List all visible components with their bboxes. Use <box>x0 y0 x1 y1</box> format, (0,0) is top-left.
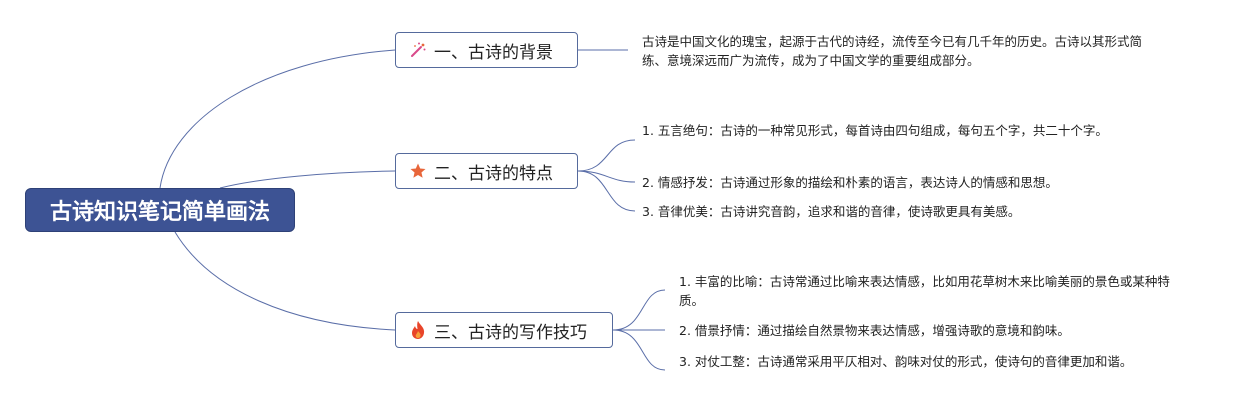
magic-wand-icon <box>408 40 428 60</box>
branch-background-label: 一、古诗的背景 <box>434 42 553 63</box>
branch-techniques[interactable]: 三、古诗的写作技巧 <box>395 312 613 348</box>
leaf-feature-1[interactable]: 1. 五言绝句：古诗的一种常见形式，每首诗由四句组成，每句五个字，共二十个字。 <box>642 121 1142 140</box>
connector-branch-2-leaf-1 <box>577 139 636 172</box>
branch-techniques-label: 三、古诗的写作技巧 <box>434 322 587 343</box>
connector-root-branch-3 <box>174 231 396 331</box>
fire-icon <box>408 320 428 340</box>
connector-root-branch-1 <box>159 49 396 189</box>
branch-features[interactable]: 二、古诗的特点 <box>395 153 578 189</box>
star-icon <box>408 161 428 181</box>
leaf-text: 古诗是中国文化的瑰宝，起源于古代的诗经，流传至今已有几千年的历史。古诗以其形式简… <box>642 34 1143 68</box>
leaf-technique-2[interactable]: 2. 借景抒情：通过描绘自然景物来表达情感，增强诗歌的意境和韵味。 <box>679 321 1199 340</box>
leaf-text: 2. 情感抒发：古诗通过形象的描绘和朴素的语言，表达诗人的情感和思想。 <box>642 175 1058 190</box>
leaf-background-summary[interactable]: 古诗是中国文化的瑰宝，起源于古代的诗经，流传至今已有几千年的历史。古诗以其形式简… <box>642 32 1142 70</box>
connector-branch-3-leaf-1 <box>612 289 666 331</box>
branch-background[interactable]: 一、古诗的背景 <box>395 32 578 68</box>
leaf-feature-3[interactable]: 3. 音律优美：古诗讲究音韵，追求和谐的音律，使诗歌更具有美感。 <box>642 202 1162 221</box>
leaf-technique-3[interactable]: 3. 对仗工整：古诗通常采用平仄相对、韵味对仗的形式，使诗句的音律更加和谐。 <box>679 352 1169 371</box>
branch-features-label: 二、古诗的特点 <box>434 163 553 184</box>
leaf-text: 3. 音律优美：古诗讲究音韵，追求和谐的音律，使诗歌更具有美感。 <box>642 204 1021 219</box>
leaf-text: 2. 借景抒情：通过描绘自然景物来表达情感，增强诗歌的意境和韵味。 <box>679 323 1070 338</box>
leaf-text: 3. 对仗工整：古诗通常采用平仄相对、韵味对仗的形式，使诗句的音律更加和谐。 <box>679 354 1133 369</box>
leaf-technique-1[interactable]: 1. 丰富的比喻：古诗常通过比喻来表达情感，比如用花草树木来比喻美丽的景色或某种… <box>679 272 1179 310</box>
connector-root-branch-2 <box>219 170 396 189</box>
leaf-text: 1. 五言绝句：古诗的一种常见形式，每首诗由四句组成，每句五个字，共二十个字。 <box>642 123 1108 138</box>
root-topic[interactable]: 古诗知识笔记简单画法 <box>25 188 295 232</box>
leaf-feature-2[interactable]: 2. 情感抒发：古诗通过形象的描绘和朴素的语言，表达诗人的情感和思想。 <box>642 173 1162 192</box>
root-topic-label: 古诗知识笔记简单画法 <box>49 200 270 225</box>
connector-branch-3-leaf-3 <box>612 329 666 371</box>
connector-branch-2-leaf-3 <box>577 170 636 212</box>
leaf-text: 1. 丰富的比喻：古诗常通过比喻来表达情感，比如用花草树木来比喻美丽的景色或某种… <box>679 274 1170 308</box>
